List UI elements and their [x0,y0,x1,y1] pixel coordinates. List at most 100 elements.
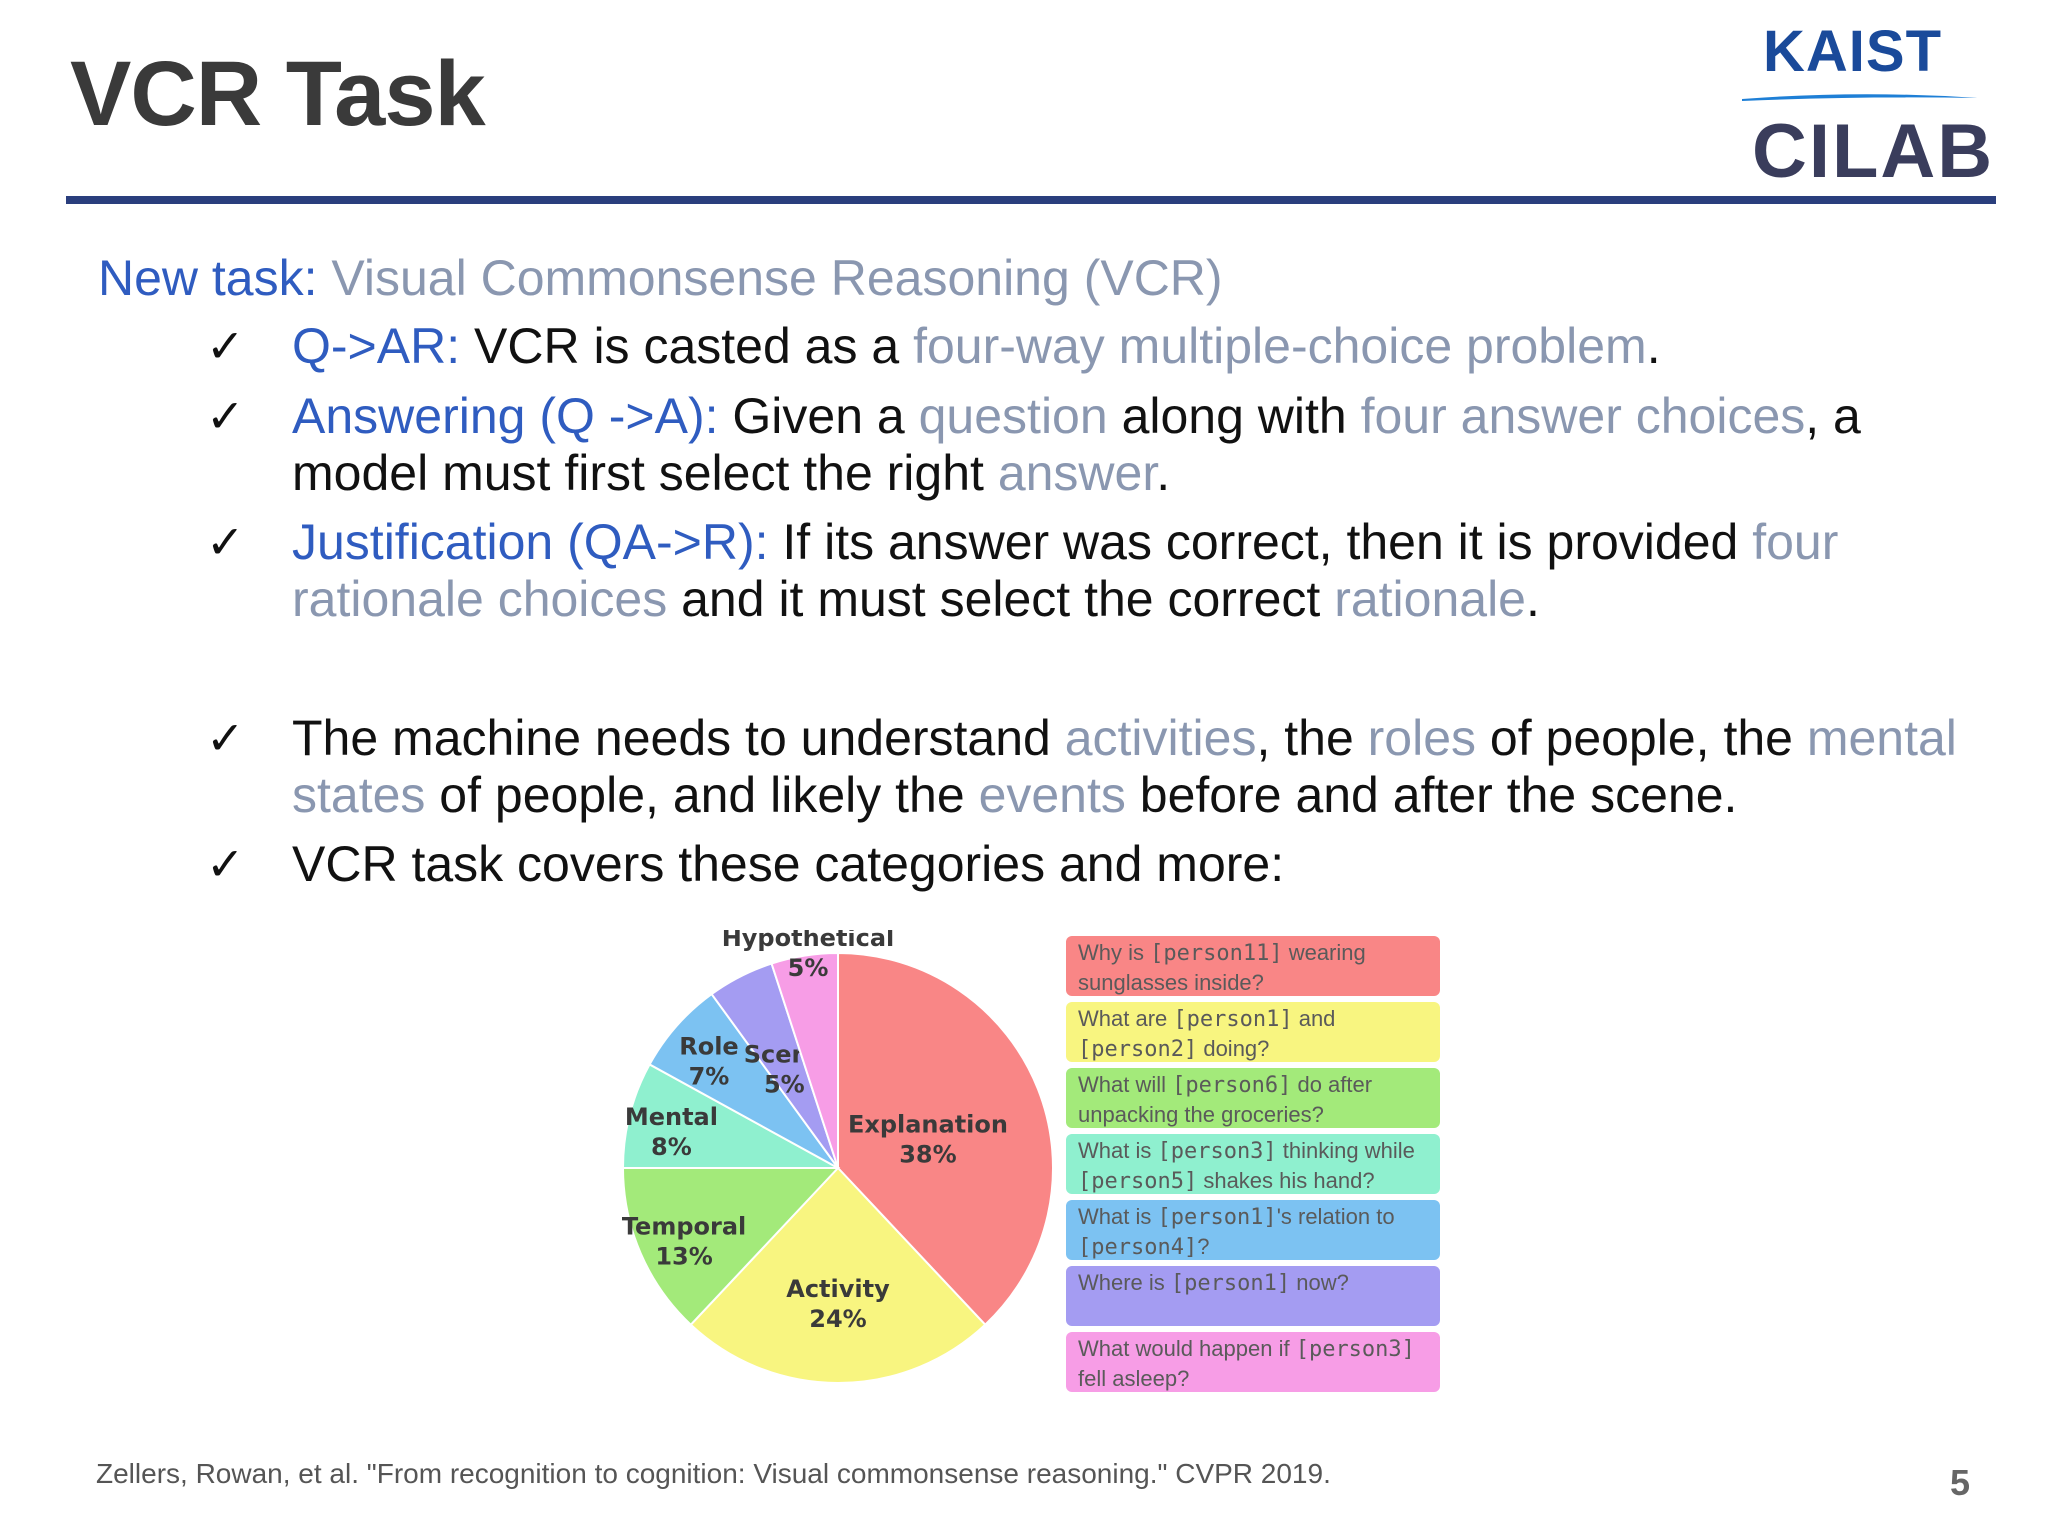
person-tag: [person2] [1078,1037,1198,1062]
pie-percent: 38% [899,1140,956,1168]
question-text: now? [1290,1270,1349,1295]
question-text: and [1292,1006,1336,1031]
bullet-text-segment: . [1646,318,1661,374]
bullet-text-segment: of people, the [1476,710,1807,766]
pie-percent: 7% [689,1062,730,1090]
pie-slice-temporal [621,1167,841,1327]
pie-percent: 24% [809,1305,866,1333]
pie-label: Activity [786,1275,890,1303]
citation: Zellers, Rowan, et al. "From recognition… [96,1458,1331,1489]
bullet-text-segment: . [1156,445,1171,501]
question-text: do after unpacking the groceries? [1078,1072,1373,1127]
logo-cilab-text: CILAB [1752,109,1995,194]
logo-swoosh [1742,94,1978,101]
example-question-box: What is [person1]'s relation to [person4… [1066,1200,1440,1260]
bullet-text-segment: Given a [718,388,919,444]
bullet-text-segment: Answering (Q ->A): [292,388,719,444]
bullet-item: Justification (QA->R): If its answer was… [292,514,1982,628]
question-text: What is [1078,1204,1158,1229]
pie-percent: 13% [655,1243,712,1271]
question-text: wearing sunglasses inside? [1078,940,1366,995]
pie-label: Explanation [848,1110,1008,1138]
bullet-text-segment: activities [1064,710,1257,766]
pie-slice-hypothetical [770,951,839,1169]
example-question-box: What will [person6] do after unpacking t… [1066,1068,1440,1128]
example-question-box: Where is [person1] now? [1066,1266,1440,1326]
pie-percent: 8% [651,1133,692,1161]
example-question-box: What are [person1] and [person2] doing? [1066,1002,1440,1062]
check-icon: ✓ [206,390,245,442]
question-text: ? [1197,1234,1210,1259]
bullet-text-segment: , a model must first select the right [292,388,1861,501]
question-text: thinking while [1276,1138,1415,1163]
bullet-text-segment: If its answer was correct, then it is pr… [768,514,1753,570]
example-question-box: Why is [person11] wearing sunglasses ins… [1066,936,1440,996]
pie-label: Temporal [622,1213,746,1241]
pie-percent: 5% [788,954,829,982]
bullet-text-segment: rationale [1334,571,1526,627]
bullet-text-segment: VCR task covers these categories and mor… [292,836,1285,892]
bullet-item: Answering (Q ->A): Given a question alon… [292,388,1982,502]
question-text: What would happen if [1078,1336,1296,1361]
bullet-item: VCR task covers these categories and mor… [292,836,1982,893]
question-text: Where is [1078,1270,1171,1295]
page-number: 5 [1950,1462,1971,1503]
person-tag: [person4] [1078,1235,1198,1260]
bullet-text-segment: Justification (QA->R): [292,514,769,570]
check-icon: ✓ [206,320,245,372]
person-tag: [person11] [1150,941,1283,966]
pie-slice-activity [689,1166,987,1384]
logo-kaist-text: KAIST [1763,19,1942,84]
question-text: doing? [1197,1036,1270,1061]
bullet-text-segment: four answer choices [1360,388,1806,444]
question-text: fell asleep? [1078,1366,1190,1391]
question-text: shakes his hand? [1197,1168,1375,1193]
check-icon: ✓ [206,516,245,568]
person-tag: [person1] [1157,1205,1277,1230]
person-tag: [person3] [1157,1139,1277,1164]
check-icon: ✓ [206,838,245,890]
bullet-text-segment: The machine needs to understand [292,710,1065,766]
bullet-text-segment: . [1525,571,1540,627]
bullet-text-segment: four rationale choices [292,514,1839,627]
bullet-text-segment: mental states [292,710,1957,823]
person-tag: [person5] [1078,1169,1198,1194]
bullet-text-segment: , the [1256,710,1368,766]
bullet-text-segment: question [918,388,1108,444]
person-tag: [person1] [1170,1271,1291,1296]
question-text: What are [1078,1006,1174,1031]
question-text: 's relation to [1276,1204,1395,1229]
slide-title: VCR Task [70,43,486,145]
intro-line: New task: Visual Commonsense Reasoning (… [98,248,1223,308]
bullet-item: The machine needs to understand activiti… [292,710,1982,824]
example-question-box: What would happen if [person3] fell asle… [1066,1332,1440,1392]
pie-percent: 5% [764,1071,805,1099]
pie-label: Mental [625,1103,718,1131]
question-text: What is [1078,1138,1158,1163]
person-tag: [person6] [1172,1073,1292,1098]
pie-label: Hypothetical [722,930,895,952]
example-question-box: What is [person3] thinking while [person… [1066,1134,1440,1194]
pie-slice-explanation [837,951,1054,1327]
person-tag: [person3] [1295,1337,1415,1362]
bullet-text-segment: and it must select the correct [667,571,1335,627]
intro-label: New task: [98,250,318,306]
bullet-item: Q->AR: VCR is casted as a four-way multi… [292,318,1982,375]
question-text: What will [1078,1072,1173,1097]
title-divider [66,196,1996,204]
bullet-text-segment: of people, and likely the [425,767,979,823]
bullet-text-segment: answer [997,445,1157,501]
bullet-text-segment: Q->AR: [292,318,461,374]
bullet-text-segment: four-way multiple-choice problem [913,318,1647,374]
kaist-cilab-logo: KAIST CILAB [1740,18,1992,194]
intro-text: Visual Commonsense Reasoning (VCR) [331,250,1223,306]
bullet-text-segment: events [978,767,1126,823]
bullet-text-segment: along with [1107,388,1361,444]
check-icon: ✓ [206,712,245,764]
bullet-text-segment: VCR is casted as a [460,318,914,374]
pie-slice-mental [621,1063,839,1169]
bullet-text-segment: before and after the scene. [1125,767,1738,823]
